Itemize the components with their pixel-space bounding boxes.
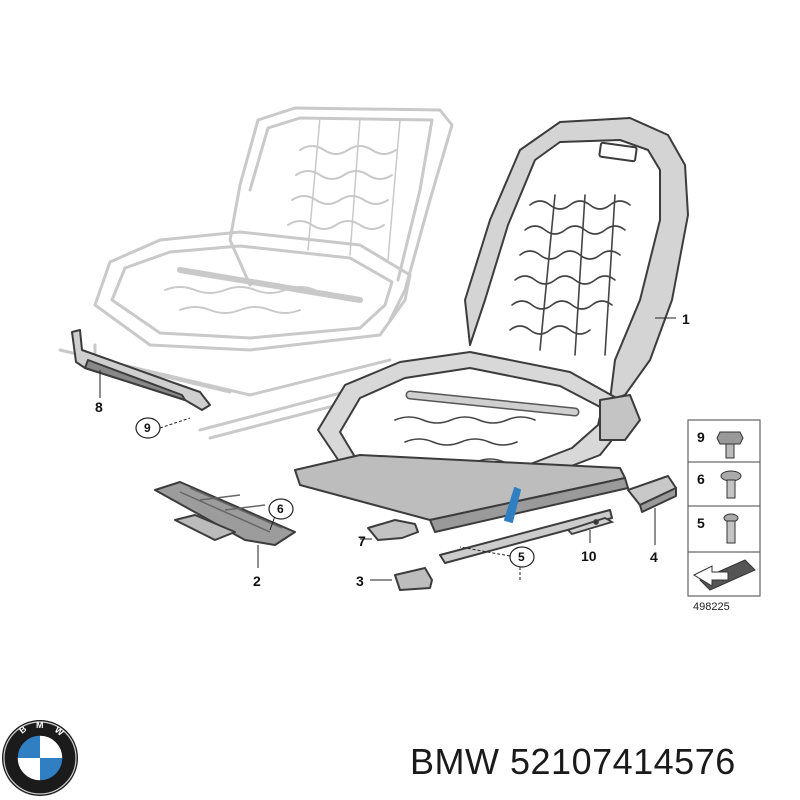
part-3-cap — [394, 567, 433, 591]
callout-8: 8 — [95, 399, 103, 415]
part-2-trim-panel — [154, 481, 296, 546]
callout-circled-6: 6 — [268, 498, 294, 520]
screw-icon — [723, 513, 739, 544]
callout-4: 4 — [650, 549, 658, 565]
svg-text:M: M — [36, 720, 44, 730]
bmw-logo: B M W — [2, 720, 78, 796]
diagram-number: 498225 — [693, 601, 730, 613]
legend-item-9: 9 — [697, 429, 705, 445]
callout-7: 7 — [358, 533, 366, 549]
screw-washer-icon — [720, 470, 742, 499]
leader-lines — [99, 317, 676, 582]
callout-1: 1 — [682, 311, 690, 327]
fastener-legend: 9 6 5 — [687, 419, 761, 597]
part-8-bracket — [71, 329, 211, 411]
part-4-cover — [627, 475, 677, 513]
arrow-pad-icon — [692, 559, 756, 591]
part-7-lever — [367, 519, 419, 541]
callout-circled-5: 5 — [509, 546, 535, 568]
callout-9: 9 — [144, 421, 151, 435]
part-10-link — [566, 517, 615, 536]
footer-part-label: BMW 52107414576 — [410, 732, 795, 792]
callout-2: 2 — [253, 573, 261, 589]
svg-text:B: B — [17, 723, 29, 735]
callout-10: 10 — [581, 548, 597, 564]
bolt-icon — [716, 431, 744, 459]
callout-5: 5 — [518, 550, 525, 564]
seat-frame-part-1 — [294, 117, 689, 564]
ghost-seat-illustration — [58, 106, 454, 440]
legend-item-6: 6 — [697, 471, 705, 487]
part-number: 52107414576 — [510, 741, 736, 782]
callout-3: 3 — [356, 573, 364, 589]
callout-circled-9: 9 — [135, 417, 161, 439]
brand-name: BMW — [410, 741, 500, 782]
legend-item-5: 5 — [697, 515, 705, 531]
callout-6: 6 — [277, 502, 284, 516]
